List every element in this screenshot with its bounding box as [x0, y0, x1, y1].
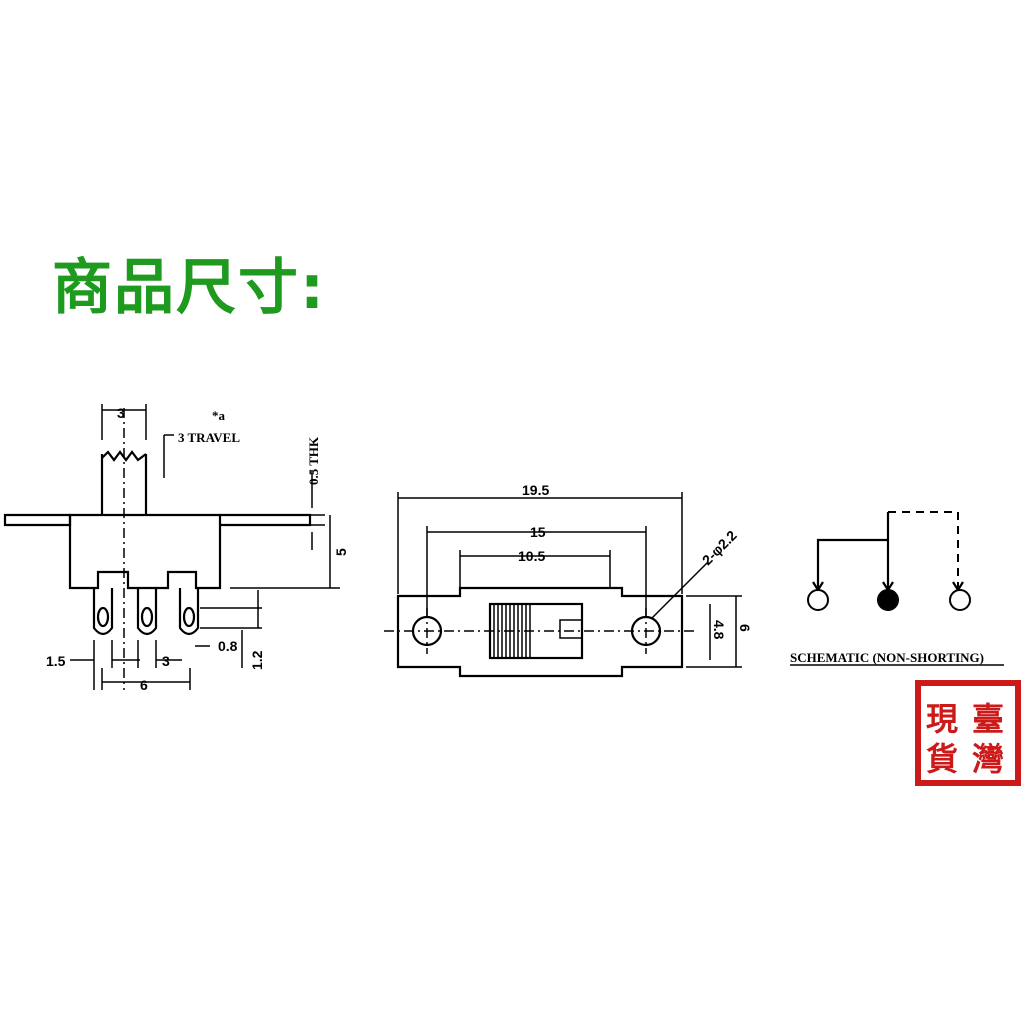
pin-right — [178, 588, 200, 636]
dim-hole-spacing: 15 — [530, 524, 546, 540]
slider-knob — [488, 602, 584, 660]
travel-note: *a — [212, 408, 226, 423]
terminal-left — [807, 589, 829, 611]
page-title: 商品尺寸: — [52, 253, 326, 323]
dim-hole-diameter: 2-φ2.2 — [699, 527, 740, 568]
pin-middle — [136, 588, 158, 636]
travel-label: 3 TRAVEL — [178, 430, 240, 445]
pin-left — [92, 588, 114, 636]
thk-label: 0.5 THK — [306, 436, 321, 485]
dim-overall-length: 19.5 — [522, 482, 549, 498]
seal-char-4: 貨 — [926, 740, 958, 778]
terminal-right — [949, 589, 971, 611]
seal-stamp: 臺 灣 現 貨 — [915, 680, 1021, 786]
dim-pin-width: 0.8 — [218, 638, 238, 654]
schematic-caption: SCHEMATIC (NON-SHORTING) — [790, 650, 984, 665]
dim-outer-height: 6 — [737, 624, 753, 632]
dim-left-offset: 1.5 — [46, 653, 66, 669]
seal-char-1: 臺 — [972, 700, 1004, 738]
dim-body-height: 5 — [333, 548, 349, 556]
dim-pin-pitch: 3 — [162, 653, 170, 669]
side-view: 3 *a 3 TRAVEL 0.5 THK 5 0.8 1.2 1.5 3 6 — [3, 404, 349, 693]
dim-actuator-width: 3 — [117, 405, 125, 421]
seal-char-3: 現 — [926, 700, 958, 738]
terminal-common — [877, 589, 899, 611]
top-view: 19.5 15 10.5 2-φ2.2 4.8 6 — [384, 482, 753, 678]
seal-char-2: 灣 — [972, 740, 1004, 778]
dim-pin-span: 6 — [140, 677, 148, 693]
schematic: SCHEMATIC (NON-SHORTING) — [790, 511, 1004, 666]
dim-pin-length: 1.2 — [249, 650, 265, 670]
dim-slot-length: 10.5 — [518, 548, 545, 564]
dim-inner-height: 4.8 — [711, 620, 727, 640]
